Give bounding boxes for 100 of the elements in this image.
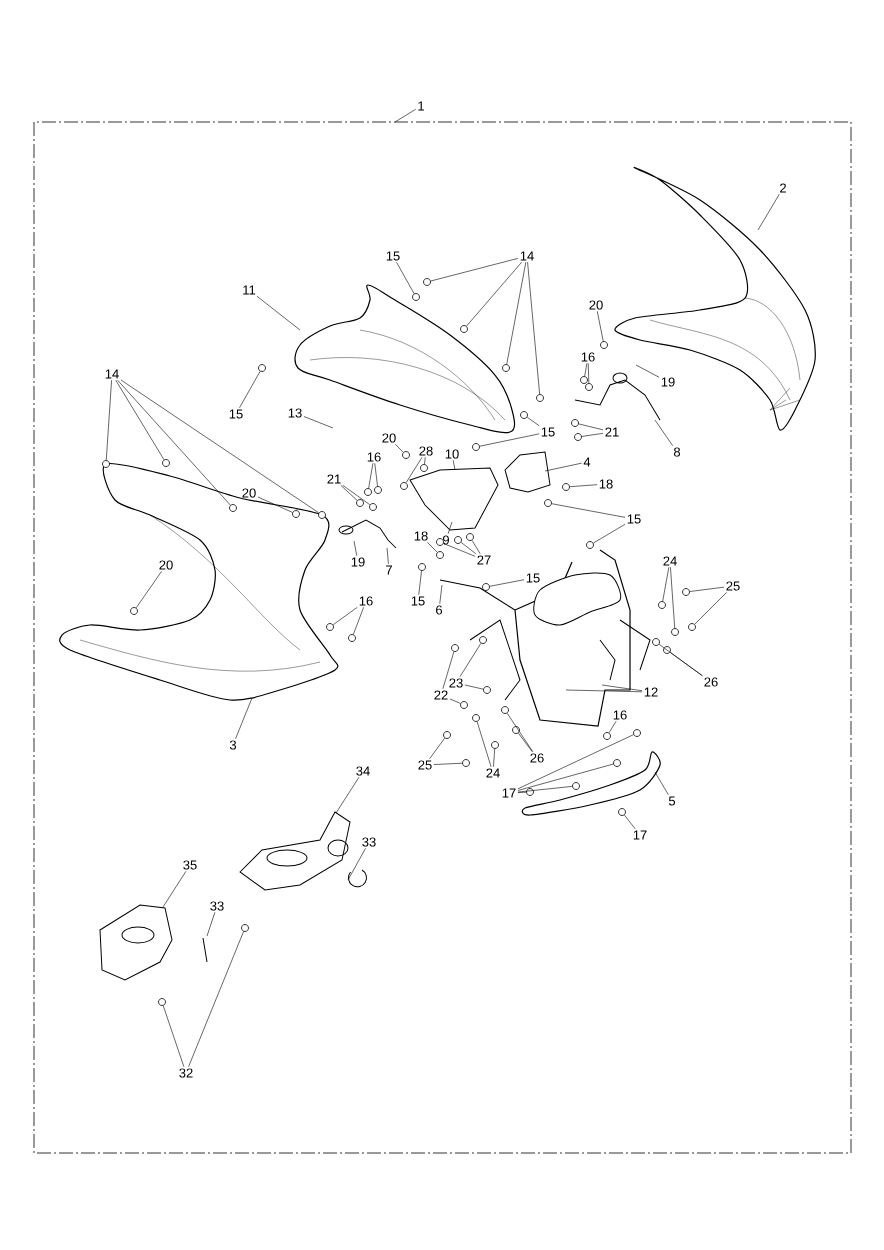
leader-line [188, 931, 244, 1067]
fastener [420, 464, 428, 472]
fastener [400, 482, 408, 490]
callout-number: 25 [418, 760, 432, 770]
callout-number: 33 [210, 901, 224, 911]
leader-line [757, 193, 780, 231]
callout-number: 24 [486, 768, 500, 778]
leader-line [581, 433, 604, 437]
leader-line [601, 684, 643, 692]
leader-line [347, 848, 366, 881]
fastener [502, 364, 510, 372]
leader-line [569, 484, 598, 487]
leader-line [471, 540, 481, 555]
leader-line [396, 261, 415, 294]
leader-line [662, 566, 670, 602]
leader-line [120, 379, 320, 514]
callout-number: 28 [419, 446, 433, 456]
fastener [369, 503, 377, 511]
fastener [436, 538, 444, 546]
callout-number: 15 [411, 596, 425, 606]
fastener [536, 394, 544, 402]
callout-number: 15 [386, 251, 400, 261]
callout-number: 15 [541, 427, 555, 437]
callout-number: 18 [599, 479, 613, 489]
callout-number: 24 [663, 556, 677, 566]
callout-number: 20 [242, 488, 256, 498]
leader-line [332, 607, 358, 625]
leader-line [517, 734, 634, 790]
fastener [633, 729, 641, 737]
leader-line [635, 364, 660, 378]
leader-line [424, 457, 426, 465]
fastener [460, 701, 468, 709]
fastener [418, 563, 426, 571]
fastener [451, 644, 459, 652]
fastener [364, 488, 372, 496]
fastener [571, 419, 579, 427]
leader-line [517, 791, 527, 793]
fastener [356, 499, 364, 507]
leader-line [654, 419, 673, 446]
callout-number: 15 [526, 573, 540, 583]
callout-number: 22 [434, 690, 448, 700]
leader-line [518, 732, 533, 752]
fastener [130, 607, 138, 615]
leader-line [342, 484, 371, 506]
leader-line [489, 579, 525, 587]
leader-line [654, 771, 669, 796]
leader-line [117, 379, 231, 506]
leader-line [135, 571, 162, 609]
callout-number: 4 [583, 457, 591, 467]
fastener [241, 924, 249, 932]
callout-number: 26 [704, 677, 718, 687]
callout-number: 2 [780, 183, 786, 193]
leader-line [418, 570, 422, 596]
callout-number: 20 [589, 300, 603, 310]
fastener [258, 364, 266, 372]
fastener [613, 759, 621, 767]
leader-line [427, 542, 438, 553]
leader-line [335, 777, 360, 814]
callout-number: 19 [351, 557, 365, 567]
leader-line [476, 721, 492, 768]
leader-line [386, 547, 389, 565]
callout-number: 35 [183, 860, 197, 870]
leader-line [256, 295, 301, 331]
leader-line [430, 258, 519, 282]
leader-line [460, 542, 477, 555]
leader-line [257, 496, 293, 513]
leader-line [517, 763, 614, 791]
leader-line [578, 423, 604, 431]
leader-line [429, 737, 445, 759]
leader-line [394, 108, 416, 123]
fastener [374, 486, 382, 494]
leader-line [466, 261, 522, 327]
leader-line [206, 912, 216, 937]
callout-number: 33 [362, 837, 376, 847]
leader-line [669, 652, 703, 676]
callout-number: 13 [288, 408, 302, 418]
leader-line [162, 871, 187, 908]
leader-line [670, 566, 676, 629]
fastener [682, 588, 690, 596]
fastener [688, 623, 696, 631]
leader-line [368, 463, 374, 489]
leader-line [459, 643, 482, 677]
fastener [671, 628, 679, 636]
callout-number: 19 [661, 377, 675, 387]
callout-number: 16 [359, 596, 373, 606]
fastener [472, 443, 480, 451]
leader-line [115, 379, 165, 460]
fastener [600, 341, 608, 349]
callout-number: 25 [726, 581, 740, 591]
leader-line [517, 786, 573, 793]
leader-line [452, 460, 456, 471]
fastener [423, 278, 431, 286]
fastener [454, 536, 462, 544]
leader-line [479, 433, 540, 447]
fastener [483, 686, 491, 694]
fastener [472, 714, 480, 722]
leader-line [449, 698, 461, 704]
leader-line [565, 689, 643, 693]
leader-line [235, 697, 253, 739]
fastener [102, 460, 110, 468]
